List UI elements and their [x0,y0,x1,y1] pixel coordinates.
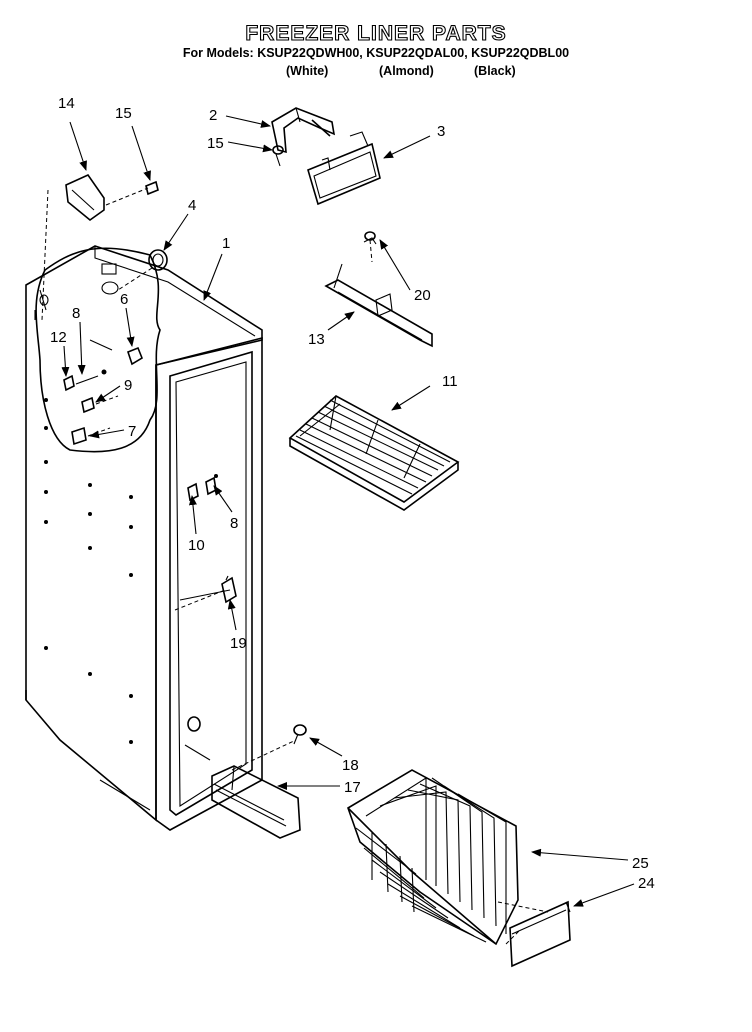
arrow-13 [327,311,355,331]
color-white-label: (White) [286,64,329,78]
small-fittings-drawing [63,346,143,446]
label-part-2: 2 [209,107,217,124]
arrow-24 [573,883,635,907]
label-part-19: 19 [230,635,247,652]
part-2-3-drawing [271,107,381,206]
arrow-15b [227,141,273,153]
label-part-7: 7 [128,423,136,440]
part-4-knob-drawing [117,249,168,291]
arrow-15a [131,125,151,181]
arrow-6 [125,307,135,347]
arrow-20 [379,239,411,291]
part-25-basket-drawing [347,769,549,946]
label-part-3: 3 [437,123,445,140]
label-part-24: 24 [638,875,655,892]
label-part-9: 9 [124,377,132,394]
label-part-20: 20 [414,287,431,304]
part-17-18-drawing [187,716,307,839]
arrow-14 [69,121,87,171]
label-part-13: 13 [308,331,325,348]
arrow-8b [213,485,233,513]
arrow-1 [203,253,223,301]
label-part-8b: 8 [230,515,238,532]
arrow-3 [383,135,431,159]
arrow-4 [163,213,189,251]
arrow-19 [227,599,237,631]
arrow-18 [309,737,343,757]
label-part-6: 6 [120,291,128,308]
color-black-label: (Black) [474,64,516,78]
arrow-10 [188,495,197,535]
part-14-bracket-drawing [41,173,159,321]
arrow-2 [225,115,271,128]
leader-arrows [61,115,635,907]
part-number-labels: 14 15 2 15 3 4 1 6 8 12 9 7 20 13 11 8 1… [50,95,655,892]
label-part-1: 1 [222,235,230,252]
label-part-15a: 15 [115,105,132,122]
label-part-8a: 8 [72,305,80,322]
label-part-18: 18 [342,757,359,774]
diagram-title: FREEZER LINER PARTS [245,21,507,45]
label-part-14: 14 [58,95,75,112]
label-part-12: 12 [50,329,67,346]
part-11-shelf-drawing [288,395,460,511]
part-24-drawing [509,900,571,968]
color-almond-label: (Almond) [379,64,434,78]
arrow-9 [95,385,121,403]
models-line: For Models: KSUP22QDWH00, KSUP22QDAL00, … [182,46,570,60]
label-part-4: 4 [188,197,196,214]
arrow-7 [89,429,125,439]
label-part-10: 10 [188,537,205,554]
arrow-12 [61,345,70,377]
label-part-25: 25 [632,855,649,872]
arrow-8a [77,321,86,375]
label-part-15b: 15 [207,135,224,152]
arrow-25 [531,848,629,861]
arrow-11 [391,385,431,411]
part-19-drawing [221,575,237,604]
label-part-11: 11 [442,373,458,390]
freezer-liner-drawing [25,245,263,831]
label-part-17: 17 [344,779,361,796]
part-13-20-drawing [324,231,433,348]
